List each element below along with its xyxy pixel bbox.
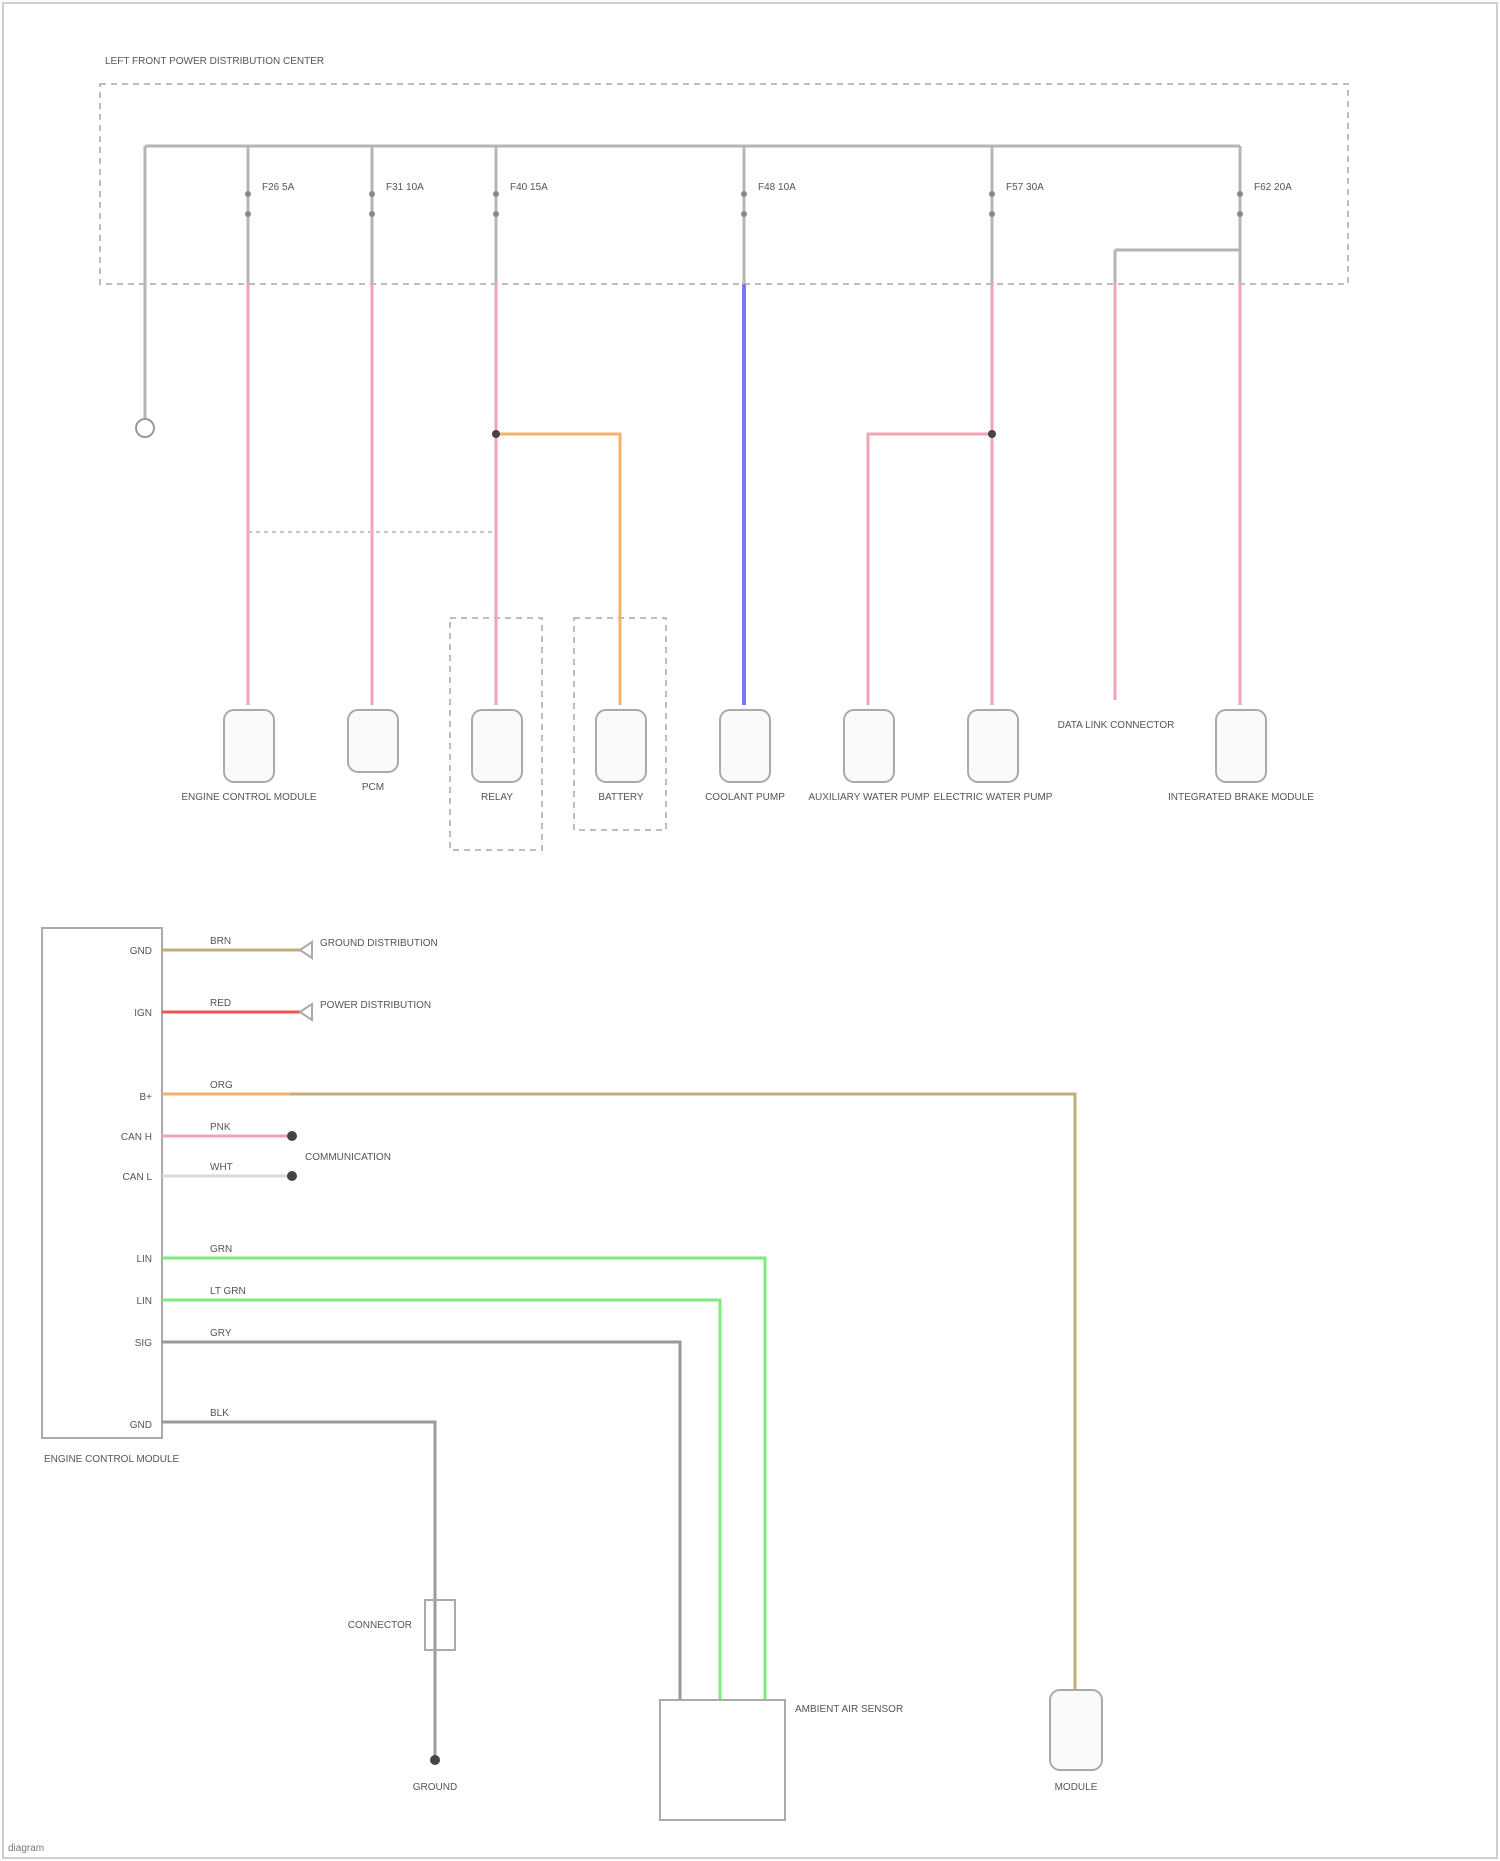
comp-label-4: BATTERY (598, 792, 644, 803)
fuse-label-5: F57 30A (1006, 182, 1044, 193)
fuse-label-4: F48 10A (758, 182, 796, 193)
fuse-label-3: F40 15A (510, 182, 548, 193)
right-component (1050, 1690, 1102, 1770)
comp-label-5: COOLANT PUMP (705, 792, 785, 803)
ecm-module-box (42, 928, 162, 1438)
ground-symbol (136, 419, 154, 437)
pin-name-5: CAN L (123, 1172, 153, 1183)
right-component-label: MODULE (1055, 1782, 1098, 1793)
wire-code-8: GRY (210, 1328, 232, 1339)
wire-code-5: WHT (210, 1162, 233, 1173)
ground-label: GROUND (413, 1782, 457, 1793)
comp-label-9: INTEGRATED BRAKE MODULE (1168, 792, 1314, 803)
wire-code-3: ORG (210, 1080, 233, 1091)
pin-names: GND IGN B+ CAN H CAN L LIN LIN SIG GND (121, 946, 153, 1431)
ref-text-3: COMMUNICATION (305, 1152, 391, 1163)
comp-label-2: PCM (362, 782, 384, 793)
ref-text-2: POWER DISTRIBUTION (320, 1000, 431, 1011)
pin-name-1: GND (130, 946, 152, 957)
page-border (3, 3, 1497, 1858)
comp-label-3: RELAY (481, 792, 513, 803)
fuse-label-6: F62 20A (1254, 182, 1292, 193)
top-wires (248, 284, 1240, 705)
pin-name-8: SIG (135, 1338, 152, 1349)
sensor-box (660, 1700, 785, 1820)
footer-text: diagram (8, 1843, 44, 1854)
ref-arrows (300, 942, 312, 1020)
pin-name-2: IGN (134, 1008, 152, 1019)
wire-code-2: RED (210, 998, 231, 1009)
pin-name-7: LIN (136, 1296, 152, 1307)
fuse-label-1: F26 5A (262, 182, 295, 193)
wire-code-6: GRN (210, 1244, 232, 1255)
fuse-label-2: F31 10A (386, 182, 424, 193)
lower-left-label: CONNECTOR (348, 1620, 412, 1631)
wire-code-7: LT GRN (210, 1286, 246, 1297)
pin-name-9: GND (130, 1420, 152, 1431)
pin-name-6: LIN (136, 1254, 152, 1265)
inline-connector-box (425, 1600, 455, 1650)
comp-label-7: ELECTRIC WATER PUMP (934, 792, 1053, 803)
sensor-label: AMBIENT AIR SENSOR (795, 1704, 903, 1715)
wire-code-1: BRN (210, 936, 231, 947)
bottom-wires (162, 950, 1075, 1760)
wire-code-9: BLK (210, 1408, 229, 1419)
pin-name-3: B+ (139, 1092, 152, 1103)
wire-code-4: PNK (210, 1122, 231, 1133)
pdc-title: LEFT FRONT POWER DISTRIBUTION CENTER (105, 56, 324, 67)
ref-text-1: GROUND DISTRIBUTION (320, 938, 438, 949)
pin-name-4: CAN H (121, 1132, 152, 1143)
comp-label-8: DATA LINK CONNECTOR (1058, 720, 1175, 731)
comp-label-1: ENGINE CONTROL MODULE (181, 792, 317, 803)
bottom-dots (287, 1131, 440, 1765)
ecm-module-label: ENGINE CONTROL MODULE (44, 1454, 180, 1465)
comp-label-6: AUXILIARY WATER PUMP (808, 792, 930, 803)
fuse-labels: F26 5A F31 10A F40 15A F48 10A F57 30A F… (262, 182, 1292, 193)
